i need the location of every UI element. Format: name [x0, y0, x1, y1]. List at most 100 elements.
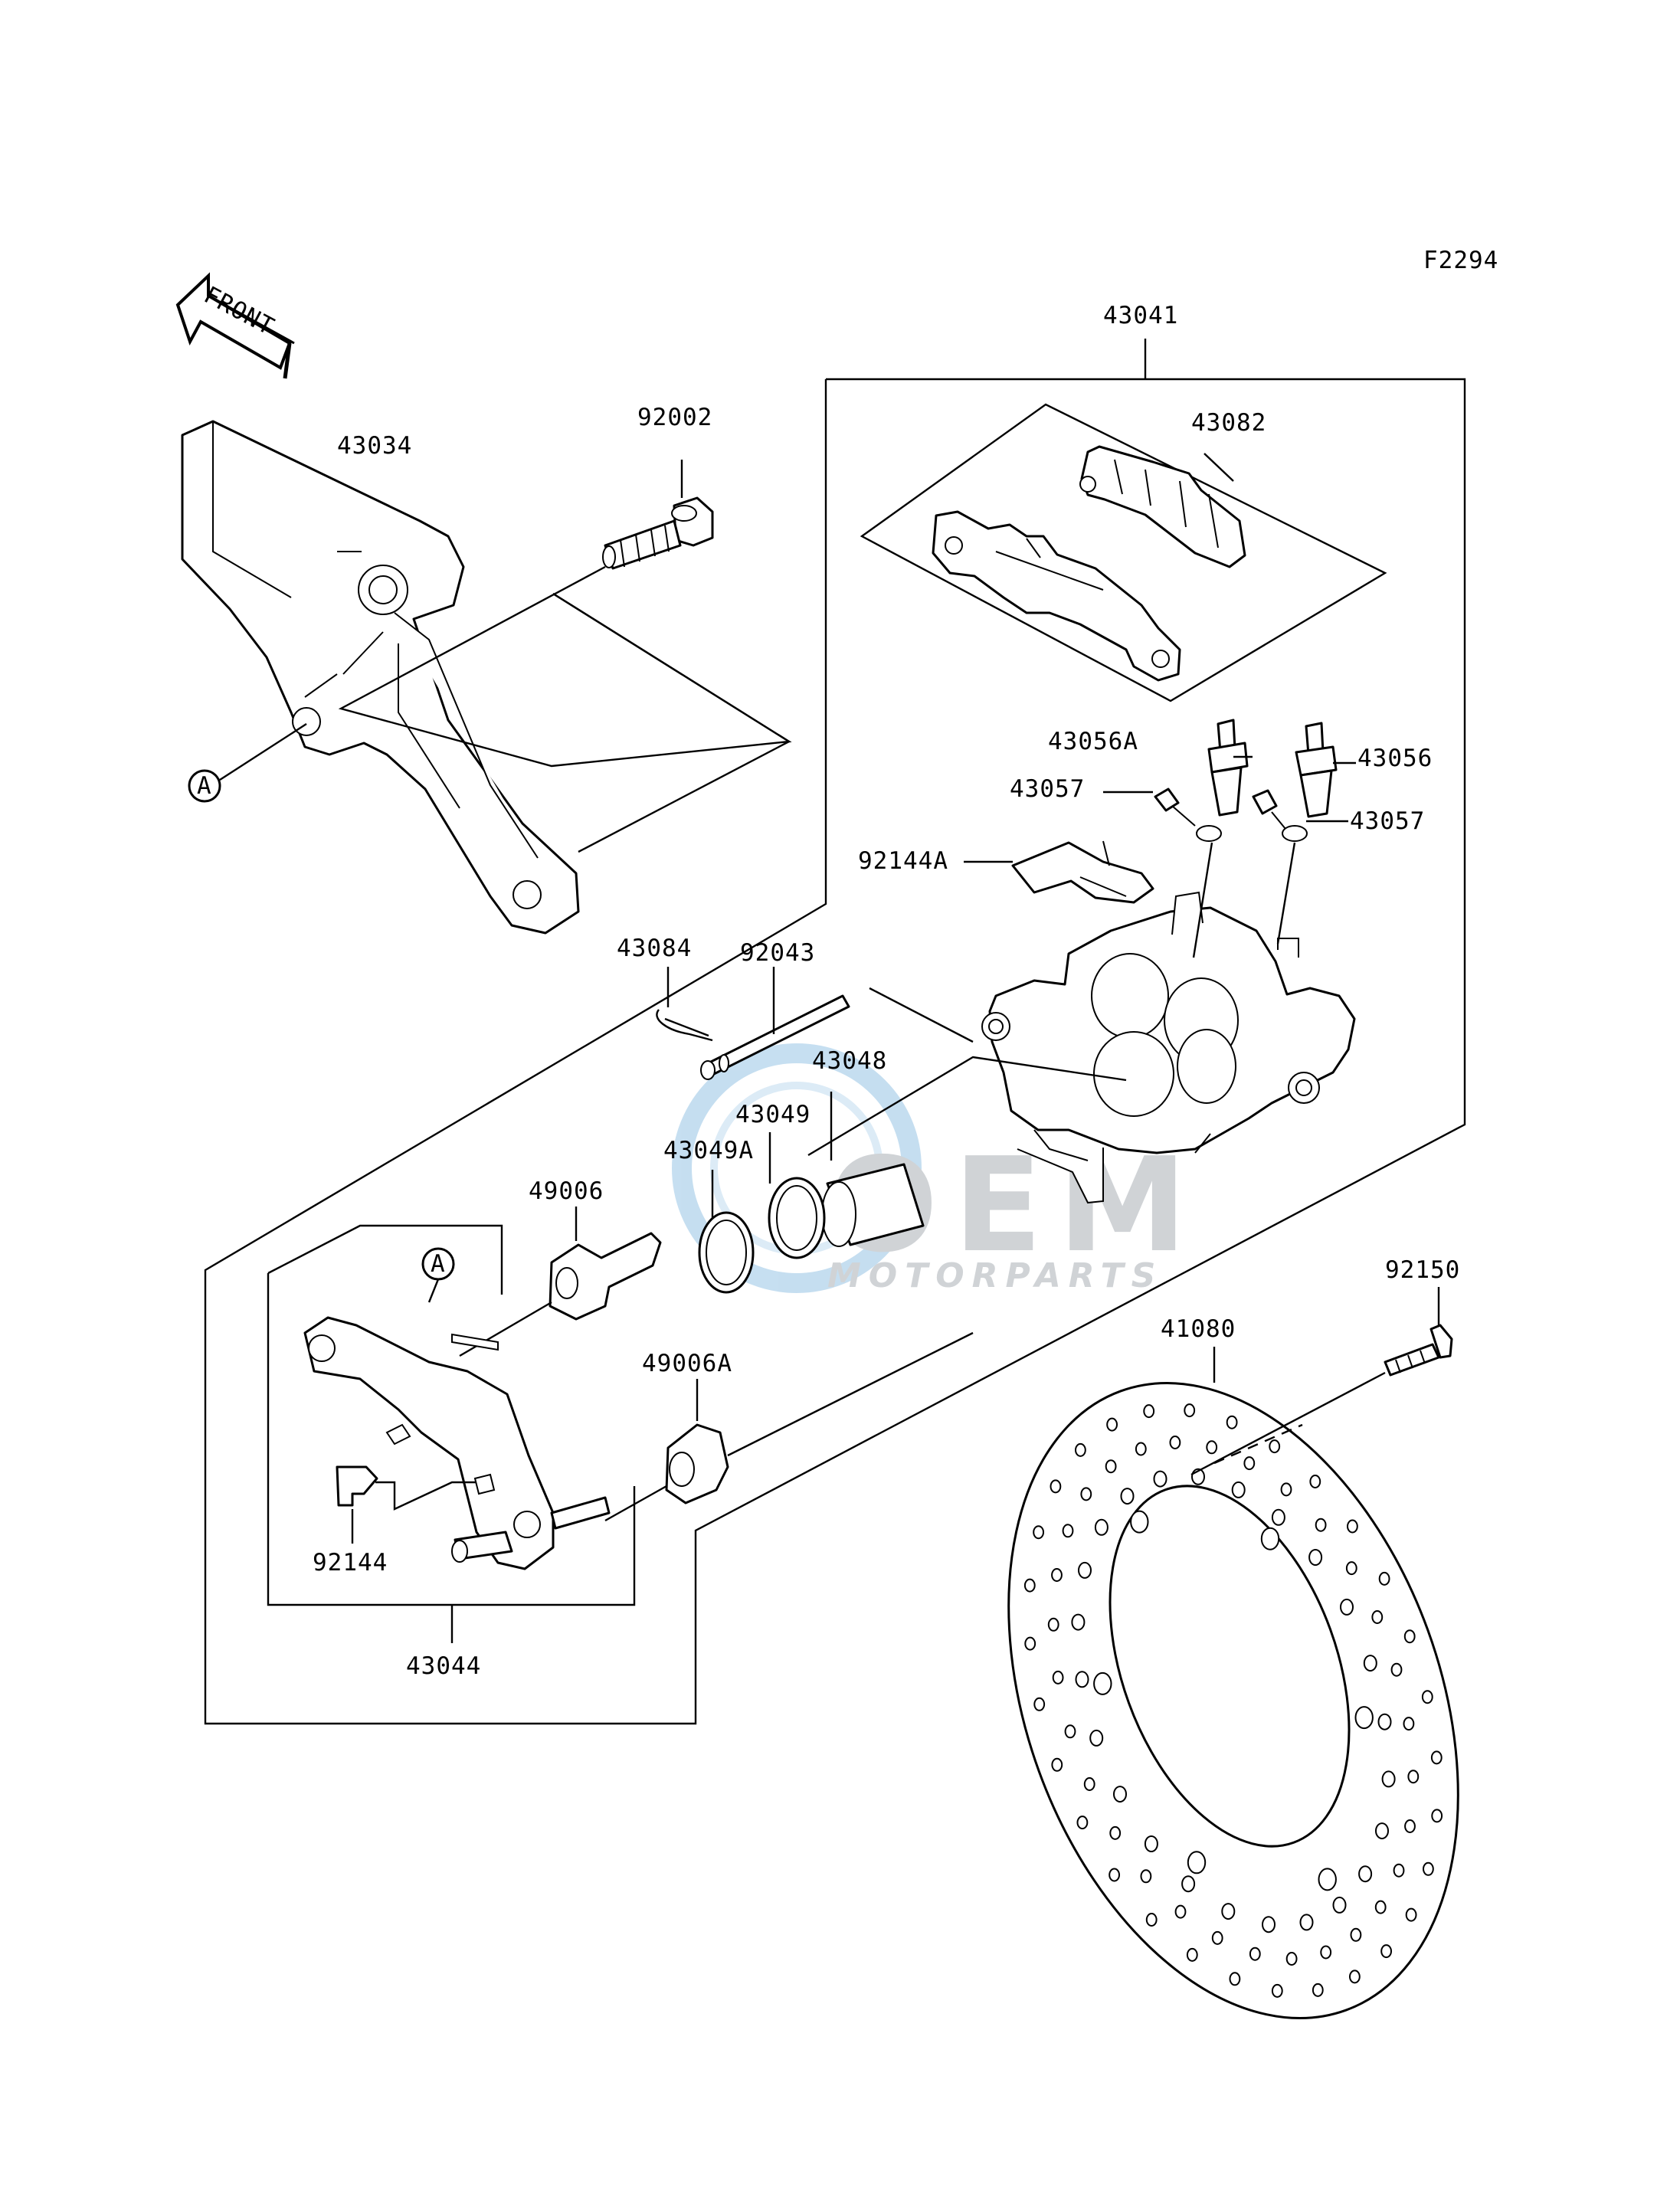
- disc-vent-hole: [1105, 1459, 1117, 1474]
- disc-vent-hole: [1184, 1403, 1196, 1418]
- disc-vent-hole: [1062, 1524, 1074, 1538]
- callout-41080: 41080: [1161, 1315, 1236, 1343]
- caliper-bracket-43034: [181, 420, 580, 935]
- disc-vent-hole: [1120, 1488, 1135, 1505]
- disc-vent-hole: [1271, 1983, 1283, 1998]
- disc-mount-hole: [1354, 1706, 1374, 1730]
- disc-mount-hole: [1187, 1851, 1207, 1874]
- cap-43057-left: [1154, 787, 1222, 842]
- clip-92144: [336, 1465, 378, 1507]
- disc-vent-hole: [1405, 1907, 1417, 1922]
- disc-vent-hole: [1271, 1508, 1285, 1526]
- callout-92002: 92002: [637, 404, 712, 431]
- pin-92043: [700, 994, 850, 1080]
- disc-vent-hole: [1071, 1613, 1086, 1631]
- disc-vent-hole: [1064, 1724, 1076, 1739]
- disc-vent-hole: [1052, 1670, 1064, 1685]
- seal-43049: [768, 1177, 826, 1259]
- callout-43034: 43034: [337, 432, 412, 460]
- disc-vent-hole: [1211, 1930, 1223, 1945]
- assembly-box-43041: [204, 378, 1466, 1725]
- disc-vent-hole: [1051, 1568, 1063, 1582]
- bleeder-valve-43056A: [1207, 719, 1249, 817]
- disc-vent-hole: [1231, 1481, 1246, 1498]
- disc-vent-hole: [1229, 1972, 1241, 1986]
- disc-vent-hole: [1421, 1690, 1433, 1704]
- bleeder-valve-43056: [1295, 722, 1338, 818]
- disc-vent-hole: [1363, 1655, 1377, 1672]
- callout-43049A: 43049A: [663, 1137, 754, 1164]
- callout-43048: 43048: [812, 1047, 887, 1075]
- ref-marker-a-top: [188, 769, 221, 803]
- assembly-box-43044: [267, 1224, 503, 1295]
- disc-vent-hole: [1358, 1865, 1373, 1883]
- disc-vent-hole: [1378, 1571, 1390, 1586]
- disc-vent-hole: [1345, 1561, 1357, 1576]
- disc-vent-hole: [1280, 1482, 1292, 1497]
- disc-vent-hole: [1371, 1610, 1384, 1624]
- disc-vent-hole: [1349, 1969, 1361, 1984]
- brake-pad-rear: [932, 510, 1181, 682]
- disc-vent-hole: [1113, 1786, 1127, 1803]
- disc-vent-hole: [1285, 1952, 1298, 1966]
- caliper-body: [981, 891, 1356, 1204]
- ref-marker-a-top-label: A: [197, 772, 212, 800]
- disc-vent-hole: [1377, 1713, 1392, 1730]
- disc-vent-hole: [1350, 1927, 1362, 1942]
- disc-vent-hole: [1144, 1835, 1158, 1852]
- disc-vent-hole: [1423, 1861, 1434, 1876]
- disc-vent-hole: [1033, 1525, 1044, 1540]
- disc-vent-hole: [1135, 1442, 1147, 1456]
- disc-vent-hole: [1106, 1417, 1118, 1432]
- disc-vent-hole: [1109, 1825, 1122, 1840]
- disc-vent-hole: [1309, 1475, 1321, 1488]
- figure-code: F2294: [1423, 247, 1498, 274]
- disc-vent-hole: [1033, 1697, 1046, 1711]
- disc-vent-hole: [1226, 1415, 1238, 1429]
- cap-43057-right: [1252, 789, 1308, 842]
- disc-vent-hole: [1050, 1479, 1062, 1494]
- cotter-pin-43084: [656, 1009, 713, 1042]
- disc-vent-hole: [1181, 1875, 1196, 1893]
- piston-43048: [821, 1163, 925, 1247]
- disc-vent-hole: [1075, 1442, 1086, 1457]
- disc-vent-hole: [1174, 1904, 1187, 1919]
- callout-43084: 43084: [617, 935, 692, 962]
- disc-vent-hole: [1403, 1629, 1416, 1644]
- callout-43049: 43049: [735, 1101, 811, 1128]
- disc-vent-hole: [1080, 1487, 1092, 1501]
- callout-43057-right: 43057: [1350, 807, 1425, 835]
- disc-vent-hole: [1143, 1404, 1155, 1419]
- disc-vent-hole: [1269, 1439, 1281, 1454]
- callout-49006A: 49006A: [642, 1350, 732, 1377]
- disc-vent-hole: [1186, 1947, 1198, 1962]
- brake-disc-41080: [1007, 1382, 1459, 2019]
- disc-vent-hole: [1078, 1561, 1092, 1579]
- disc-vent-hole: [1404, 1819, 1416, 1833]
- pad-spring-92144A: [1011, 840, 1154, 904]
- disc-vent-hole: [1047, 1617, 1059, 1632]
- disc-vent-hole: [1320, 1945, 1332, 1960]
- boot-49006A: [665, 1423, 729, 1505]
- disc-vent-hole: [1109, 1868, 1120, 1882]
- disc-vent-hole: [1083, 1777, 1095, 1791]
- disc-vent-hole: [1431, 1809, 1443, 1823]
- disc-mount-hole: [1260, 1527, 1280, 1550]
- disc-vent-hole: [1145, 1913, 1158, 1927]
- disc-vent-hole: [1390, 1662, 1403, 1677]
- disc-vent-hole: [1076, 1816, 1089, 1830]
- disc-vent-hole: [1380, 1944, 1392, 1959]
- brake-pad-front: [1079, 445, 1246, 568]
- disc-vent-hole: [1308, 1549, 1323, 1566]
- disc-vent-hole: [1299, 1914, 1314, 1931]
- disc-vent-hole: [1312, 1983, 1324, 1997]
- disc-vent-hole: [1051, 1757, 1063, 1772]
- disc-vent-hole: [1374, 1900, 1387, 1914]
- disc-mount-hole: [1318, 1868, 1337, 1891]
- callout-43057-left: 43057: [1010, 775, 1085, 803]
- disc-vent-hole: [1243, 1456, 1256, 1471]
- disc-vent-hole: [1249, 1947, 1261, 1961]
- callout-49006: 49006: [529, 1177, 604, 1205]
- callout-92150: 92150: [1385, 1256, 1460, 1284]
